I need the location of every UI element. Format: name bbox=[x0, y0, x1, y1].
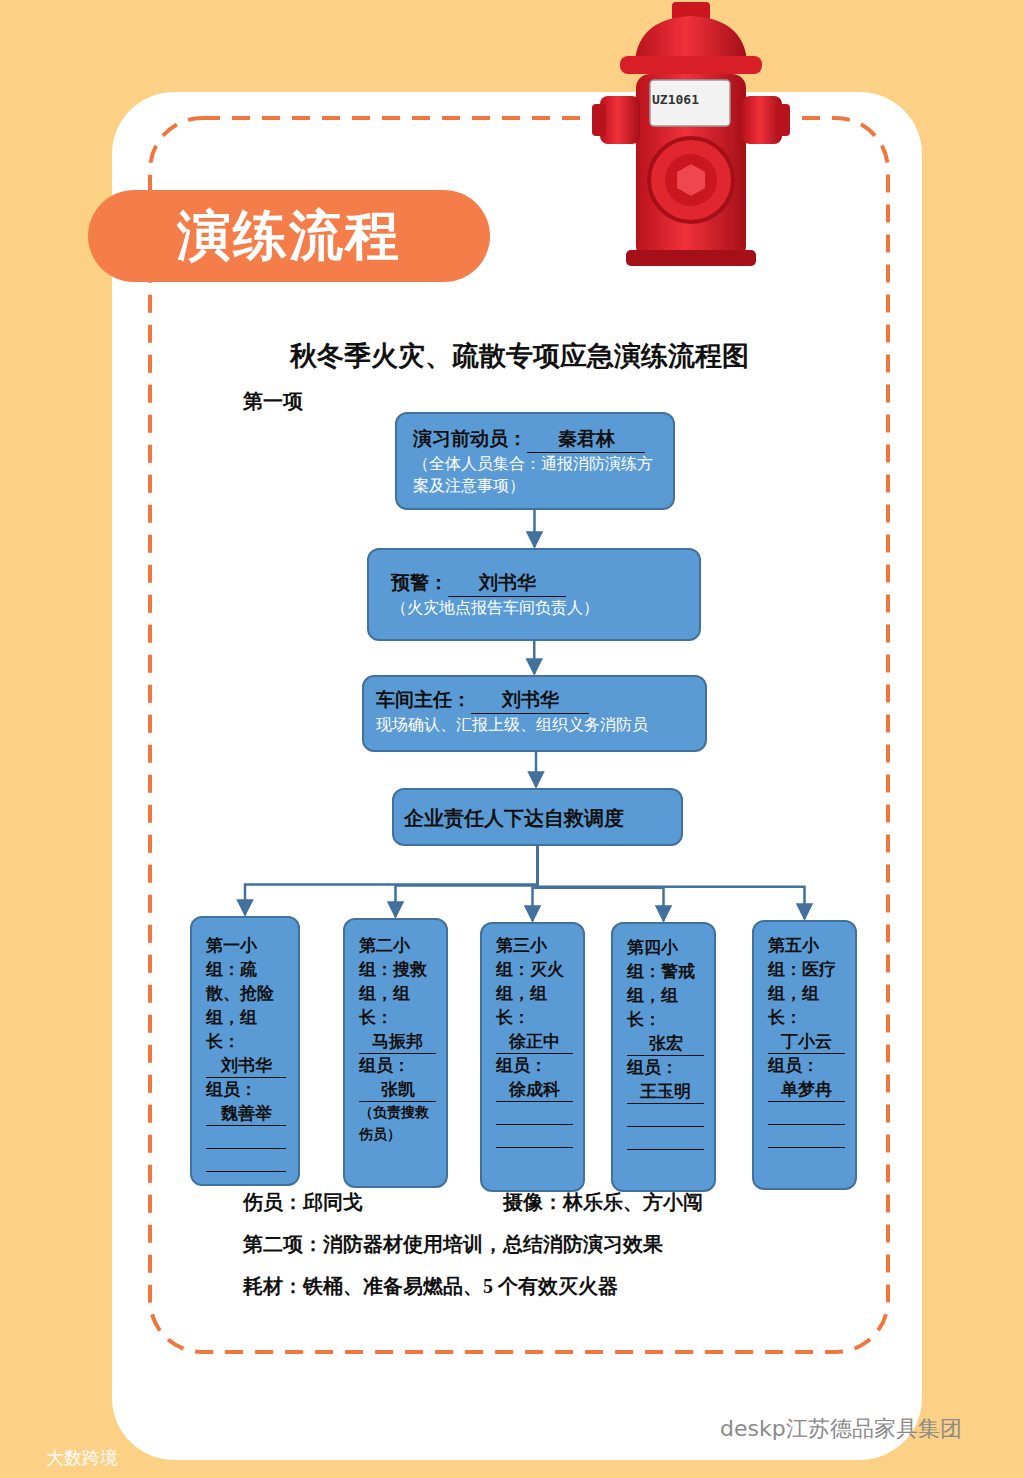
node-text: 演练流程 bbox=[177, 204, 401, 267]
node-text: 组员： bbox=[496, 1054, 573, 1078]
text-row: 刘书华 bbox=[206, 1054, 286, 1078]
watermark: deskp江苏德品家具集团 bbox=[720, 1414, 962, 1444]
node-text: （负责搜救伤员） bbox=[359, 1102, 436, 1146]
text-row: 演习前动员：秦君林 bbox=[413, 426, 659, 453]
text-row: 张凯 bbox=[359, 1078, 436, 1102]
text-row: 单梦冉 bbox=[768, 1078, 845, 1102]
node-text: 张凯 bbox=[359, 1078, 436, 1102]
watermark: 大数跨境 bbox=[46, 1446, 118, 1470]
note-label: 摄像：林乐乐、方小闯 bbox=[503, 1189, 703, 1216]
node-text: 第二小组：搜救组，组长： bbox=[359, 934, 436, 1030]
note-label: 第二项：消防器材使用培训，总结消防演习效果 bbox=[243, 1231, 663, 1258]
node-text: 徐正中 bbox=[496, 1030, 573, 1054]
blank-underline bbox=[496, 1102, 573, 1125]
dispatch-box: 企业责任人下达自救调度 bbox=[392, 788, 683, 846]
node-text: 企业责任人下达自救调度 bbox=[404, 807, 624, 829]
flow-arrow bbox=[535, 752, 538, 787]
node-text: 马振邦 bbox=[359, 1030, 436, 1054]
text-row: 车间主任：刘书华 bbox=[376, 687, 693, 714]
node-text: （全体人员集合：通报消防演练方案及注意事项） bbox=[413, 454, 653, 495]
section-label: 第一项 bbox=[243, 388, 303, 415]
text-row: （火灾地点报告车间负责人） bbox=[391, 597, 685, 619]
node-text: 第五小组：医疗组，组长： bbox=[768, 934, 845, 1030]
diagram-title: 秋冬季火灾、疏散专项应急演练流程图 bbox=[150, 338, 888, 374]
flow-arrow bbox=[533, 510, 536, 547]
text-row: 演练流程 bbox=[177, 200, 401, 273]
note-label: 耗材：铁桶、准备易燃品、5 个有效灭火器 bbox=[243, 1273, 618, 1300]
flow-arrow bbox=[538, 846, 664, 921]
text-row: 第三小组：灭火组，组长： bbox=[496, 934, 573, 1030]
fire-hydrant bbox=[590, 0, 800, 270]
text-row: 组员： bbox=[359, 1054, 436, 1078]
flow-arrow bbox=[538, 846, 805, 919]
text-row: 徐正中 bbox=[496, 1030, 573, 1054]
node-text: 组员： bbox=[206, 1078, 286, 1102]
node-text: 预警： bbox=[391, 572, 448, 593]
node-text: 刘书华 bbox=[206, 1054, 286, 1078]
text-row: 企业责任人下达自救调度 bbox=[404, 805, 671, 832]
process-box: 演习前动员：秦君林（全体人员集合：通报消防演练方案及注意事项） bbox=[395, 412, 675, 510]
node-text: 徐成科 bbox=[496, 1078, 573, 1102]
group-box: 第一小组：疏散、抢险组，组长：刘书华组员：魏善举 bbox=[190, 916, 300, 1186]
node-text: 张宏 bbox=[627, 1032, 704, 1056]
node-text: 刘书华 bbox=[471, 687, 589, 714]
node-text: 组员： bbox=[359, 1054, 436, 1078]
blank-underline bbox=[206, 1149, 286, 1172]
node-text: 组员： bbox=[768, 1054, 845, 1078]
text-row: 徐成科 bbox=[496, 1078, 573, 1102]
node-text: 王玉明 bbox=[627, 1080, 704, 1104]
group-box: 第二小组：搜救组，组长：马振邦组员：张凯（负责搜救伤员） bbox=[343, 918, 448, 1188]
blank-underline bbox=[627, 1127, 704, 1150]
group-box: 第四小组：警戒组，组长：张宏组员：王玉明 bbox=[611, 922, 716, 1192]
node-text: 组员： bbox=[627, 1056, 704, 1080]
text-row: 第五小组：医疗组，组长： bbox=[768, 934, 845, 1030]
blank-underline bbox=[768, 1125, 845, 1148]
group-box: 第五小组：医疗组，组长：丁小云组员：单梦冉 bbox=[752, 920, 857, 1190]
process-box: 预警：刘书华（火灾地点报告车间负责人） bbox=[367, 548, 701, 641]
text-row: 第四小组：警戒组，组长： bbox=[627, 936, 704, 1032]
text-row: 组员： bbox=[496, 1054, 573, 1078]
flow-arrow bbox=[533, 641, 536, 674]
node-text: （火灾地点报告车间负责人） bbox=[391, 598, 599, 617]
text-row: （全体人员集合：通报消防演练方案及注意事项） bbox=[413, 453, 659, 497]
text-row: 魏善举 bbox=[206, 1102, 286, 1126]
text-row: 张宏 bbox=[627, 1032, 704, 1056]
text-row: （负责搜救伤员） bbox=[359, 1102, 436, 1146]
node-text: 第三小组：灭火组，组长： bbox=[496, 934, 573, 1030]
blank-underline bbox=[627, 1104, 704, 1127]
text-row: 预警：刘书华 bbox=[391, 570, 685, 597]
node-text: 现场确认、汇报上级、组织义务消防员 bbox=[376, 715, 648, 734]
note-label: 伤员：邱同戈 bbox=[243, 1189, 363, 1216]
text-row: 组员： bbox=[768, 1054, 845, 1078]
node-text: 演习前动员： bbox=[413, 428, 527, 449]
text-row: 第一小组：疏散、抢险组，组长： bbox=[206, 934, 286, 1054]
node-text: 刘书华 bbox=[448, 570, 566, 597]
process-box: 车间主任：刘书华现场确认、汇报上级、组织义务消防员 bbox=[362, 675, 707, 752]
text-row: 组员： bbox=[627, 1056, 704, 1080]
flow-arrow bbox=[396, 846, 538, 917]
section-heading: 演练流程 bbox=[88, 190, 490, 282]
node-text: 车间主任： bbox=[376, 689, 471, 710]
group-box: 第三小组：灭火组，组长：徐正中组员：徐成科 bbox=[480, 922, 585, 1192]
text-row: 马振邦 bbox=[359, 1030, 436, 1054]
node-text: 第四小组：警戒组，组长： bbox=[627, 936, 704, 1032]
node-text: 第一小组：疏散、抢险组，组长： bbox=[206, 934, 286, 1054]
blank-underline bbox=[206, 1126, 286, 1149]
blank-underline bbox=[768, 1102, 845, 1125]
node-text: 秦君林 bbox=[527, 426, 645, 453]
text-row: 丁小云 bbox=[768, 1030, 845, 1054]
node-text: 丁小云 bbox=[768, 1030, 845, 1054]
text-row: 王玉明 bbox=[627, 1080, 704, 1104]
node-text: 魏善举 bbox=[206, 1102, 286, 1126]
text-row: 第二小组：搜救组，组长： bbox=[359, 934, 436, 1030]
flow-arrow bbox=[245, 846, 538, 915]
blank-underline bbox=[496, 1125, 573, 1148]
node-text: 单梦冉 bbox=[768, 1078, 845, 1102]
text-row: 现场确认、汇报上级、组织义务消防员 bbox=[376, 714, 693, 736]
text-row: 组员： bbox=[206, 1078, 286, 1102]
hydrant-label: UZ1061 bbox=[652, 92, 699, 107]
